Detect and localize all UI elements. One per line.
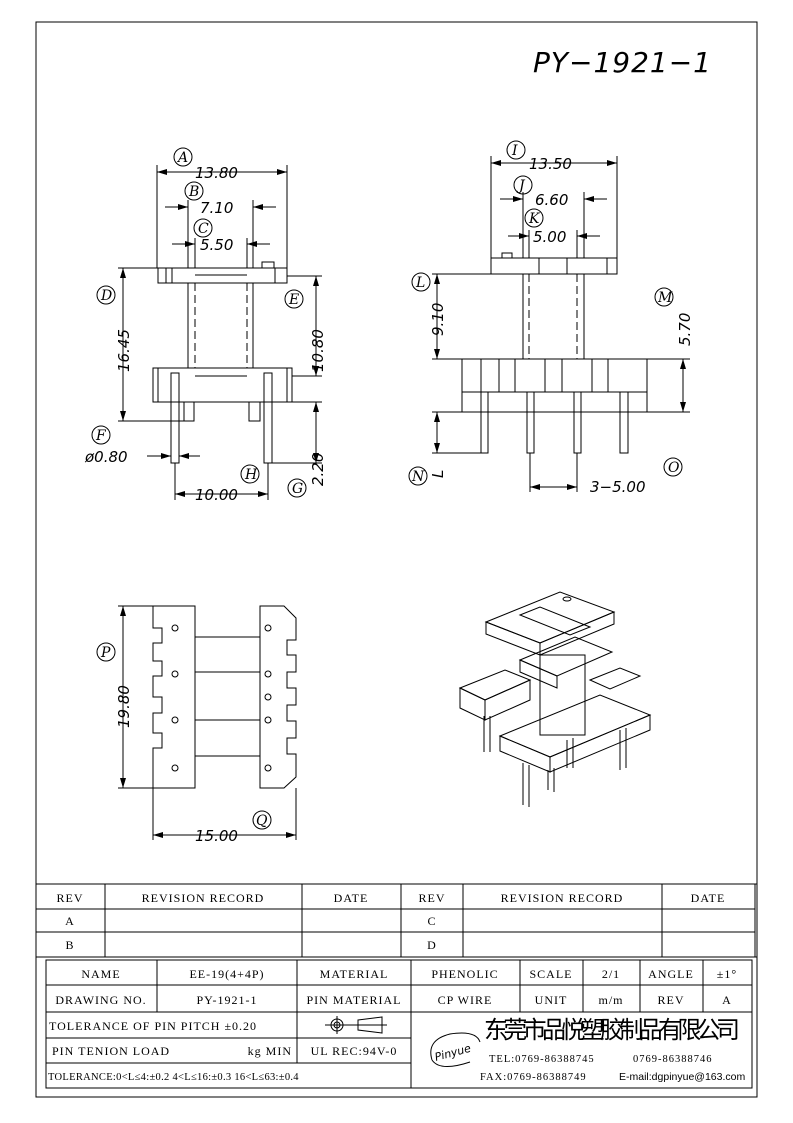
balloon-i: I: [506, 140, 526, 160]
dim-j-value: 6.60: [535, 191, 568, 209]
svg-text:C: C: [198, 221, 209, 237]
balloon-o: O: [663, 457, 683, 477]
rev-header-2: REV: [419, 891, 446, 905]
revision-record-header-1: REVISION RECORD: [142, 891, 265, 905]
dim-m-value: 5.70: [676, 313, 694, 346]
title-block: NAME EE-19(4+4P) MATERIAL PHENOLIC SCALE…: [45, 959, 753, 1089]
name-label: NAME: [81, 967, 120, 981]
dim-h-value: 10.00: [195, 486, 238, 504]
balloon-k: K: [524, 208, 544, 228]
svg-text:M: M: [657, 290, 673, 306]
company-fax: FAX:0769-86388749: [480, 1072, 587, 1083]
svg-text:Q: Q: [256, 813, 268, 829]
rev-a: A: [65, 914, 75, 928]
rev-label: REV: [658, 993, 685, 1007]
drawing-no-label: DRAWING NO.: [55, 993, 146, 1007]
company-logo: Pinyue: [430, 1032, 481, 1067]
balloon-j: J: [513, 175, 533, 195]
balloon-l: L: [411, 272, 431, 292]
dim-e-value: 10.80: [309, 329, 327, 372]
side-view: 13.50 6.60 5.00 9.10 L 5.70 3−5.00 I J K…: [408, 140, 694, 496]
balloon-e: E: [284, 289, 304, 309]
rev-header-1: REV: [57, 891, 84, 905]
ul-rec: UL REC:94V-0: [311, 1044, 398, 1058]
svg-text:J: J: [516, 178, 526, 194]
name-value: EE-19(4+4P): [189, 967, 264, 981]
dim-k-value: 5.00: [533, 228, 566, 246]
rev-c: C: [427, 914, 436, 928]
dim-c-value: 5.50: [200, 236, 233, 254]
company-tel: TEL:0769-86388745: [489, 1054, 595, 1065]
date-header-1: DATE: [334, 891, 369, 905]
svg-text:A: A: [176, 150, 188, 166]
pin-material-label: PIN MATERIAL: [307, 993, 402, 1007]
dim-l-value: 9.10: [429, 303, 447, 336]
bottom-view: 19.80 15.00 P Q: [96, 605, 297, 845]
sheet-border: [35, 21, 758, 1098]
svg-text:H: H: [244, 467, 258, 483]
dim-o-value: 3−5.00: [590, 478, 646, 496]
svg-text:D: D: [100, 288, 112, 304]
balloon-h: H: [240, 464, 260, 484]
balloon-c: C: [193, 218, 213, 238]
svg-text:G: G: [292, 481, 303, 497]
dim-p-value: 19.80: [115, 685, 133, 728]
svg-text:O: O: [668, 460, 680, 476]
svg-text:L: L: [415, 275, 425, 291]
rev-b: B: [65, 938, 74, 952]
drawing-no-value: PY-1921-1: [196, 993, 257, 1007]
isometric-view: [458, 591, 652, 807]
drawing-title: PY−1921−1: [533, 46, 712, 79]
svg-text:E: E: [288, 292, 299, 308]
company-name: 东莞市品悦塑胶制品有限公司: [484, 1016, 740, 1044]
dim-g-value: 2.20: [309, 453, 327, 486]
balloon-f: F: [91, 425, 111, 445]
company-email: E-mail:dgpinyue@163.com: [619, 1071, 745, 1083]
pin-tension-unit: kg MIN: [248, 1044, 292, 1058]
angle-label: ANGLE: [648, 967, 694, 981]
scale-value: 2/1: [602, 967, 620, 981]
svg-text:F: F: [95, 428, 107, 444]
balloon-a: A: [173, 147, 193, 167]
material-value: PHENOLIC: [431, 967, 498, 981]
tolerance-text: TOLERANCE:0<L≤4:±0.2 4<L≤16:±0.3 16<L≤63…: [48, 1072, 299, 1083]
company-tel2: 0769-86388746: [633, 1054, 713, 1065]
angle-value: ±1°: [717, 967, 737, 981]
balloon-g: G: [287, 478, 307, 498]
svg-text:I: I: [511, 143, 518, 159]
material-label: MATERIAL: [320, 967, 389, 981]
revision-table: REV REVISION RECORD DATE REV REVISION RE…: [36, 883, 757, 958]
rev-value: A: [722, 993, 732, 1007]
dim-q-value: 15.00: [195, 827, 238, 845]
unit-value: m/m: [598, 993, 623, 1007]
balloon-d: D: [96, 285, 116, 305]
revision-record-header-2: REVISION RECORD: [501, 891, 624, 905]
front-view: 13.80 7.10 5.50 16.45 10.80 2.20 ø0.80 1…: [84, 147, 327, 504]
dim-n-value: L: [429, 470, 447, 478]
dim-d-value: 16.45: [115, 329, 133, 372]
dim-b-value: 7.10: [200, 199, 233, 217]
balloon-n: N: [408, 466, 428, 486]
svg-text:P: P: [100, 645, 111, 661]
pin-pitch-tolerance: TOLERANCE OF PIN PITCH ±0.20: [49, 1019, 257, 1033]
balloon-p: P: [96, 642, 116, 662]
pin-material-value: CP WIRE: [438, 993, 493, 1007]
svg-text:Pinyue: Pinyue: [433, 1042, 472, 1064]
unit-label: UNIT: [535, 993, 568, 1007]
svg-text:K: K: [528, 211, 541, 227]
dim-a-value: 13.80: [195, 164, 238, 182]
pin-tension-label: PIN TENION LOAD: [52, 1044, 170, 1058]
projection-symbol-icon: [325, 1016, 387, 1034]
svg-text:N: N: [411, 469, 425, 485]
balloon-q: Q: [252, 810, 272, 830]
balloon-b: B: [184, 181, 204, 201]
scale-label: SCALE: [529, 967, 572, 981]
date-header-2: DATE: [691, 891, 726, 905]
rev-d: D: [427, 938, 437, 952]
dim-i-value: 13.50: [529, 155, 572, 173]
svg-text:B: B: [188, 184, 199, 200]
dim-f-value: ø0.80: [84, 448, 128, 466]
balloon-m: M: [654, 287, 674, 307]
